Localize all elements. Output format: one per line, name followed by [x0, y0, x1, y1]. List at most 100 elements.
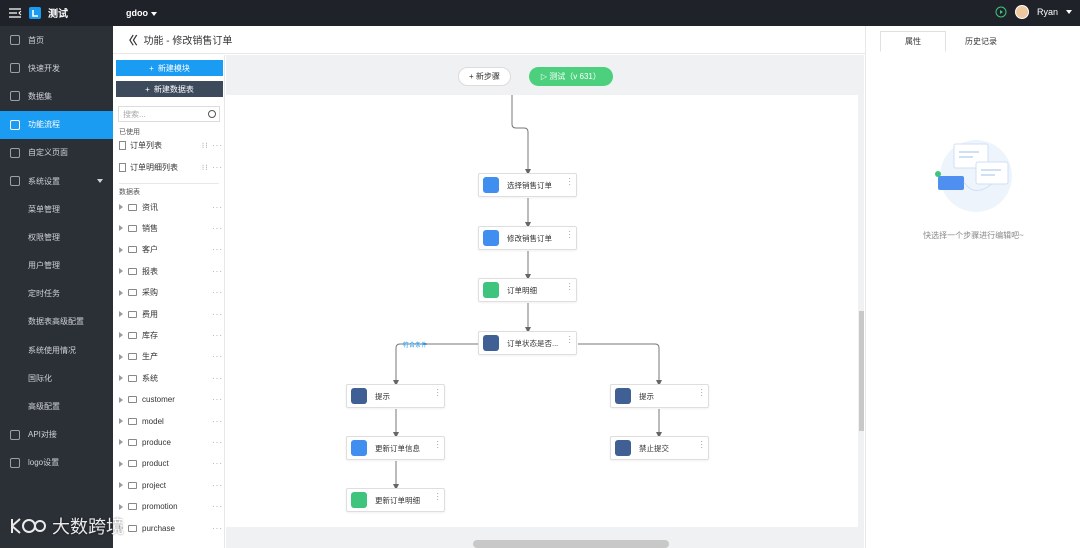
flow-node[interactable]: 更新订单明细···	[346, 488, 445, 512]
collapse-back-icon[interactable]: 〈〈	[123, 34, 137, 47]
flow-node[interactable]: 选择销售订单···	[478, 173, 577, 197]
more-icon[interactable]: ···	[212, 309, 223, 319]
more-icon[interactable]: ···	[212, 416, 223, 426]
sidebar-item-5[interactable]: 系统设置	[0, 167, 113, 195]
tree-item[interactable]: customer···	[119, 393, 223, 407]
caret-right-icon[interactable]	[119, 246, 123, 253]
used-table-item[interactable]: 订单列表⁝⁝ ···	[119, 138, 223, 152]
more-icon[interactable]: ···	[212, 223, 223, 233]
sidebar-item-6[interactable]: 菜单管理	[0, 195, 113, 223]
caret-right-icon[interactable]	[119, 268, 123, 275]
more-icon[interactable]: ···	[212, 245, 223, 255]
sidebar-item-10[interactable]: 数据表高级配置	[0, 308, 113, 336]
more-icon[interactable]: ···	[212, 330, 223, 340]
caret-right-icon[interactable]	[119, 396, 123, 403]
tree-item[interactable]: purchase···	[119, 521, 223, 535]
tree-item[interactable]: project···	[119, 478, 223, 492]
node-more-icon[interactable]: ···	[700, 385, 703, 400]
caret-right-icon[interactable]	[119, 353, 123, 360]
caret-right-icon[interactable]	[119, 525, 123, 531]
tree-item[interactable]: 系统···	[119, 371, 223, 385]
tree-item[interactable]: 资讯···	[119, 200, 223, 214]
sidebar-item-2[interactable]: 数据集	[0, 82, 113, 110]
sidebar-item-1[interactable]: 快速开发	[0, 54, 113, 82]
play-circle-icon[interactable]	[995, 6, 1007, 18]
sidebar-item-12[interactable]: 国际化	[0, 364, 113, 392]
more-icon[interactable]: ···	[212, 395, 223, 405]
caret-right-icon[interactable]	[119, 418, 123, 424]
vertical-scrollbar[interactable]	[859, 311, 864, 431]
sidebar-item-14[interactable]: API对接	[0, 421, 113, 449]
tree-item[interactable]: 销售···	[119, 221, 223, 235]
tab-properties[interactable]: 属性	[880, 31, 946, 52]
more-icon[interactable]: ···	[212, 480, 223, 490]
used-table-item[interactable]: 订单明细列表⁝⁝ ···	[119, 160, 223, 174]
flow-node[interactable]: 修改销售订单···	[478, 226, 577, 250]
horizontal-scrollbar[interactable]	[473, 540, 669, 548]
tree-item[interactable]: model···	[119, 414, 223, 428]
tree-item[interactable]: 报表···	[119, 264, 223, 278]
tree-item[interactable]: produce···	[119, 435, 223, 449]
node-more-icon[interactable]: ···	[568, 279, 571, 294]
caret-right-icon[interactable]	[119, 289, 123, 296]
flow-node[interactable]: 订单状态是否...···	[478, 331, 577, 355]
flow-node[interactable]: 提示···	[610, 384, 709, 408]
caret-right-icon[interactable]	[119, 482, 123, 489]
flow-node[interactable]: 提示···	[346, 384, 445, 408]
more-icon[interactable]: ···	[212, 202, 223, 212]
caret-right-icon[interactable]	[119, 332, 123, 339]
tree-item[interactable]: 库存···	[119, 328, 223, 342]
flow-node[interactable]: 更新订单信息···	[346, 436, 445, 460]
search-input[interactable]: 搜索...	[118, 106, 220, 122]
more-icon[interactable]: ···	[212, 437, 223, 447]
more-icon[interactable]: ···	[212, 266, 223, 276]
chevron-down-icon[interactable]	[1066, 10, 1072, 14]
flow-node[interactable]: 订单明细···	[478, 278, 577, 302]
new-module-button[interactable]: +新建模块	[116, 60, 223, 76]
sidebar-item-15[interactable]: logo设置	[0, 449, 113, 477]
node-more-icon[interactable]: ···	[568, 227, 571, 242]
flow-canvas-area[interactable]	[226, 95, 858, 527]
sidebar-item-0[interactable]: 首页	[0, 26, 113, 54]
caret-right-icon[interactable]	[119, 204, 123, 210]
caret-right-icon[interactable]	[119, 439, 123, 446]
tree-item[interactable]: product···	[119, 457, 223, 471]
tree-item[interactable]: 费用···	[119, 307, 223, 321]
test-button[interactable]: ▷ 测试（v 631）	[528, 67, 613, 86]
flow-node[interactable]: 禁止提交···	[610, 436, 709, 460]
tree-item[interactable]: promotion···	[119, 500, 223, 514]
caret-right-icon[interactable]	[119, 225, 123, 232]
user-name[interactable]: Ryan	[1036, 7, 1058, 17]
sidebar-item-4[interactable]: 自定义页面	[0, 139, 113, 167]
more-icon[interactable]: ⁝⁝ ···	[201, 140, 223, 150]
caret-right-icon[interactable]	[119, 460, 123, 467]
new-table-button[interactable]: +新建数据表	[116, 81, 223, 97]
more-icon[interactable]: ···	[212, 288, 223, 298]
more-icon[interactable]: ⁝⁝ ···	[201, 162, 223, 172]
node-more-icon[interactable]: ···	[700, 437, 703, 452]
more-icon[interactable]: ···	[212, 459, 223, 469]
caret-right-icon[interactable]	[119, 375, 123, 382]
node-more-icon[interactable]: ···	[436, 385, 439, 400]
tree-item[interactable]: 生产···	[119, 350, 223, 364]
caret-right-icon[interactable]	[119, 503, 123, 510]
more-icon[interactable]: ···	[212, 502, 223, 512]
sidebar-item-8[interactable]: 用户管理	[0, 252, 113, 280]
tree-item[interactable]: 采购···	[119, 286, 223, 300]
tab-history[interactable]: 历史记录	[946, 31, 1016, 52]
project-selector[interactable]: gdoo	[126, 8, 157, 18]
node-more-icon[interactable]: ···	[436, 489, 439, 504]
node-more-icon[interactable]: ···	[568, 332, 571, 347]
caret-right-icon[interactable]	[119, 311, 123, 317]
sidebar-item-7[interactable]: 权限管理	[0, 223, 113, 251]
chevron-down-icon[interactable]	[97, 179, 103, 184]
search-icon[interactable]	[208, 110, 216, 118]
tree-item[interactable]: 客户···	[119, 243, 223, 257]
more-icon[interactable]: ···	[212, 352, 223, 362]
node-more-icon[interactable]: ···	[436, 437, 439, 452]
sidebar-item-9[interactable]: 定时任务	[0, 280, 113, 308]
more-icon[interactable]: ···	[212, 523, 223, 533]
more-icon[interactable]: ···	[212, 373, 223, 383]
avatar[interactable]	[1014, 5, 1029, 19]
sidebar-item-11[interactable]: 系统使用情况	[0, 336, 113, 364]
